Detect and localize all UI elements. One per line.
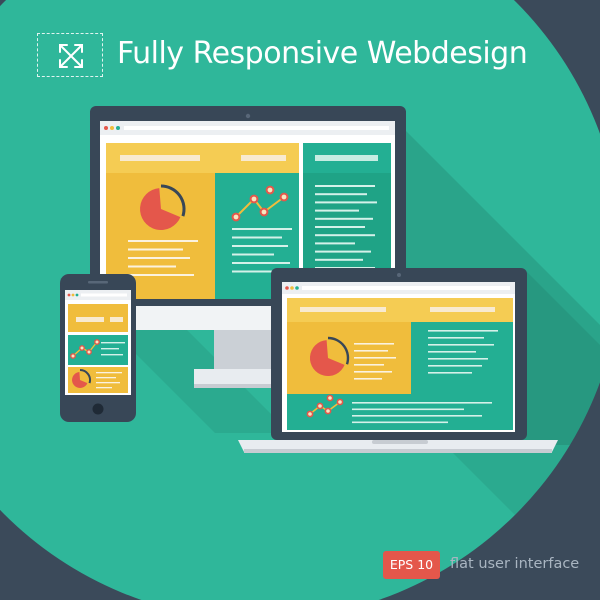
text-line: [428, 372, 472, 374]
text-line: [96, 377, 116, 379]
eps-badge: EPS 10: [383, 551, 440, 579]
text-line: [232, 253, 274, 256]
text-line: [428, 358, 488, 360]
text-line: [352, 421, 448, 424]
text-line: [428, 344, 494, 346]
text-line: [428, 351, 476, 353]
text-line: [428, 337, 484, 339]
text-line: [315, 193, 367, 196]
text-line: [315, 201, 377, 204]
text-line: [128, 274, 194, 276]
expand-arrows-icon: [37, 33, 103, 77]
text-line: [101, 348, 119, 350]
text-line: [354, 378, 382, 380]
text-line: [128, 257, 190, 259]
pie-chart-icon: [140, 184, 186, 231]
text-line: [315, 234, 375, 237]
text-line: [354, 357, 396, 359]
text-line: [101, 342, 125, 344]
text-line: [315, 250, 371, 253]
tagline: flat user interface: [450, 556, 580, 572]
text-line: [354, 371, 392, 373]
text-line: [315, 209, 359, 212]
text-line: [315, 217, 373, 220]
line-chart-icon: [231, 185, 289, 222]
text-line: [354, 343, 394, 345]
text-line: [96, 382, 120, 384]
page-title: Fully Responsive Webdesign: [117, 36, 528, 71]
text-line: [101, 354, 123, 356]
text-line: [352, 415, 482, 417]
text-line: [232, 270, 278, 273]
text-line: [96, 387, 112, 389]
text-line: [352, 402, 492, 404]
text-line: [315, 185, 375, 187]
text-line: [428, 330, 498, 332]
text-line: [96, 372, 122, 374]
text-line: [232, 262, 290, 264]
text-line: [128, 265, 176, 268]
text-line: [354, 364, 384, 366]
text-line: [232, 236, 282, 239]
text-line: [428, 365, 482, 367]
text-line: [128, 240, 198, 242]
text-line: [352, 408, 464, 411]
text-line: [354, 350, 388, 352]
text-line: [128, 248, 183, 251]
monitor: [90, 106, 406, 388]
laptop: [238, 268, 558, 453]
text-line: [232, 245, 288, 247]
text-line: [315, 226, 365, 228]
text-line: [315, 242, 355, 245]
phone: [60, 274, 136, 422]
text-line: [315, 258, 363, 261]
text-line: [232, 228, 292, 230]
